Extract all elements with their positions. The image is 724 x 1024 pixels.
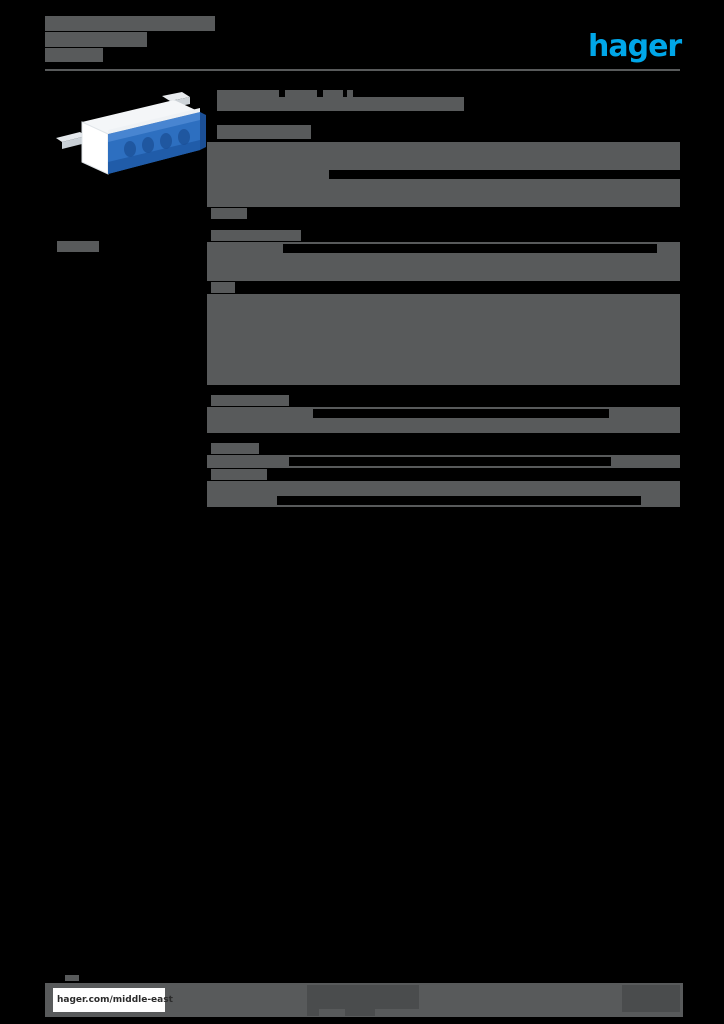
terminal-block-icon: [56, 92, 206, 175]
table-row-label: [211, 443, 259, 454]
table-row-label: [211, 230, 301, 241]
table-row-leader-gap: [277, 496, 641, 505]
table-row-label: [211, 195, 255, 206]
table-row-label: [211, 360, 237, 371]
table-row-label: [211, 143, 279, 154]
table-row: [207, 359, 680, 372]
table-row-leader-gap: [289, 457, 611, 466]
table-row: [207, 181, 680, 194]
table-row: [207, 168, 695, 181]
page-title: [207, 90, 680, 116]
footer-tick: [65, 975, 79, 981]
table-row: [207, 281, 680, 294]
table-row-label: [211, 256, 235, 267]
table-row: [207, 294, 680, 307]
table-row: [207, 481, 680, 494]
table-row-label: [211, 182, 235, 193]
table-row-label: [211, 408, 235, 419]
header-title-line-1: [45, 16, 215, 31]
table-row: [207, 207, 680, 220]
header-title-line-2: [45, 32, 147, 47]
table-row-label: [211, 243, 269, 254]
table-row-label: [211, 269, 235, 280]
page-title-cap-1: [217, 90, 279, 97]
table-row-leader-gap: [313, 409, 609, 418]
left-meta-label: [57, 241, 99, 252]
table-row-label: [211, 321, 235, 332]
table-row-label: [211, 395, 289, 406]
table-row-label: [211, 156, 235, 167]
table-row-label: [211, 421, 235, 432]
table-row: [207, 455, 680, 468]
table-row: [207, 442, 680, 455]
table-row: [207, 407, 680, 420]
footer-center-text-3: [307, 1009, 319, 1016]
table-row: [207, 155, 680, 168]
table-row-label: [211, 456, 235, 467]
table-row: [207, 194, 680, 207]
footer-page-number: [622, 985, 680, 1012]
header-title-line-3: [45, 48, 103, 62]
table-row: [207, 268, 680, 281]
table-row: [207, 307, 680, 320]
hager-logo-text: hager: [588, 29, 682, 64]
table-row-leader-gap: [283, 244, 657, 253]
page-title-text: [217, 97, 464, 111]
table-group: [207, 142, 695, 220]
table-row: [207, 372, 680, 385]
page-title-cap-2: [285, 90, 317, 97]
table-row-label: [211, 282, 235, 293]
table-row: [207, 333, 680, 346]
table-row-label: [211, 334, 241, 345]
page-subtitle-text: [217, 125, 311, 139]
table-row: [207, 229, 680, 242]
table-row-leader-gap: [329, 170, 695, 179]
table-row-label: [211, 373, 241, 384]
table-row-label: [211, 495, 235, 506]
table-row: [207, 346, 680, 359]
footer-url[interactable]: hager.com/middle-east: [53, 988, 173, 1012]
table-row-label: [211, 347, 235, 358]
table-group: [207, 229, 680, 385]
table-row: [207, 394, 680, 407]
footer-url-text: hager.com/middle-east: [57, 995, 173, 1005]
table-row: [207, 255, 680, 268]
table-row: [207, 468, 680, 481]
table-row-label: [211, 469, 267, 480]
table-row-label: [211, 295, 235, 306]
table-row: [207, 494, 680, 507]
table-row: [207, 420, 680, 433]
table-row: [207, 242, 680, 255]
table-row-label: [211, 208, 247, 219]
table-row-label: [211, 308, 239, 319]
table-group: [207, 442, 680, 507]
table-row: [207, 320, 680, 333]
page-header: hager: [45, 16, 682, 74]
table-row: [207, 142, 680, 155]
page-title-cap-4: [347, 90, 353, 97]
footer-center-text-2: [345, 1009, 375, 1016]
table-group: [207, 394, 680, 433]
specification-table: [207, 142, 695, 507]
table-row-label: [211, 482, 235, 493]
hager-logo[interactable]: hager: [588, 32, 682, 62]
table-row-label: [211, 169, 235, 180]
page-footer: hager.com/middle-east: [45, 975, 683, 1017]
page-subtitle: [207, 116, 680, 142]
footer-center-text: [307, 985, 419, 1009]
page-title-cap-3: [323, 90, 343, 97]
header-divider: [45, 69, 680, 71]
product-photo: [50, 88, 210, 190]
main-content: [207, 90, 695, 516]
